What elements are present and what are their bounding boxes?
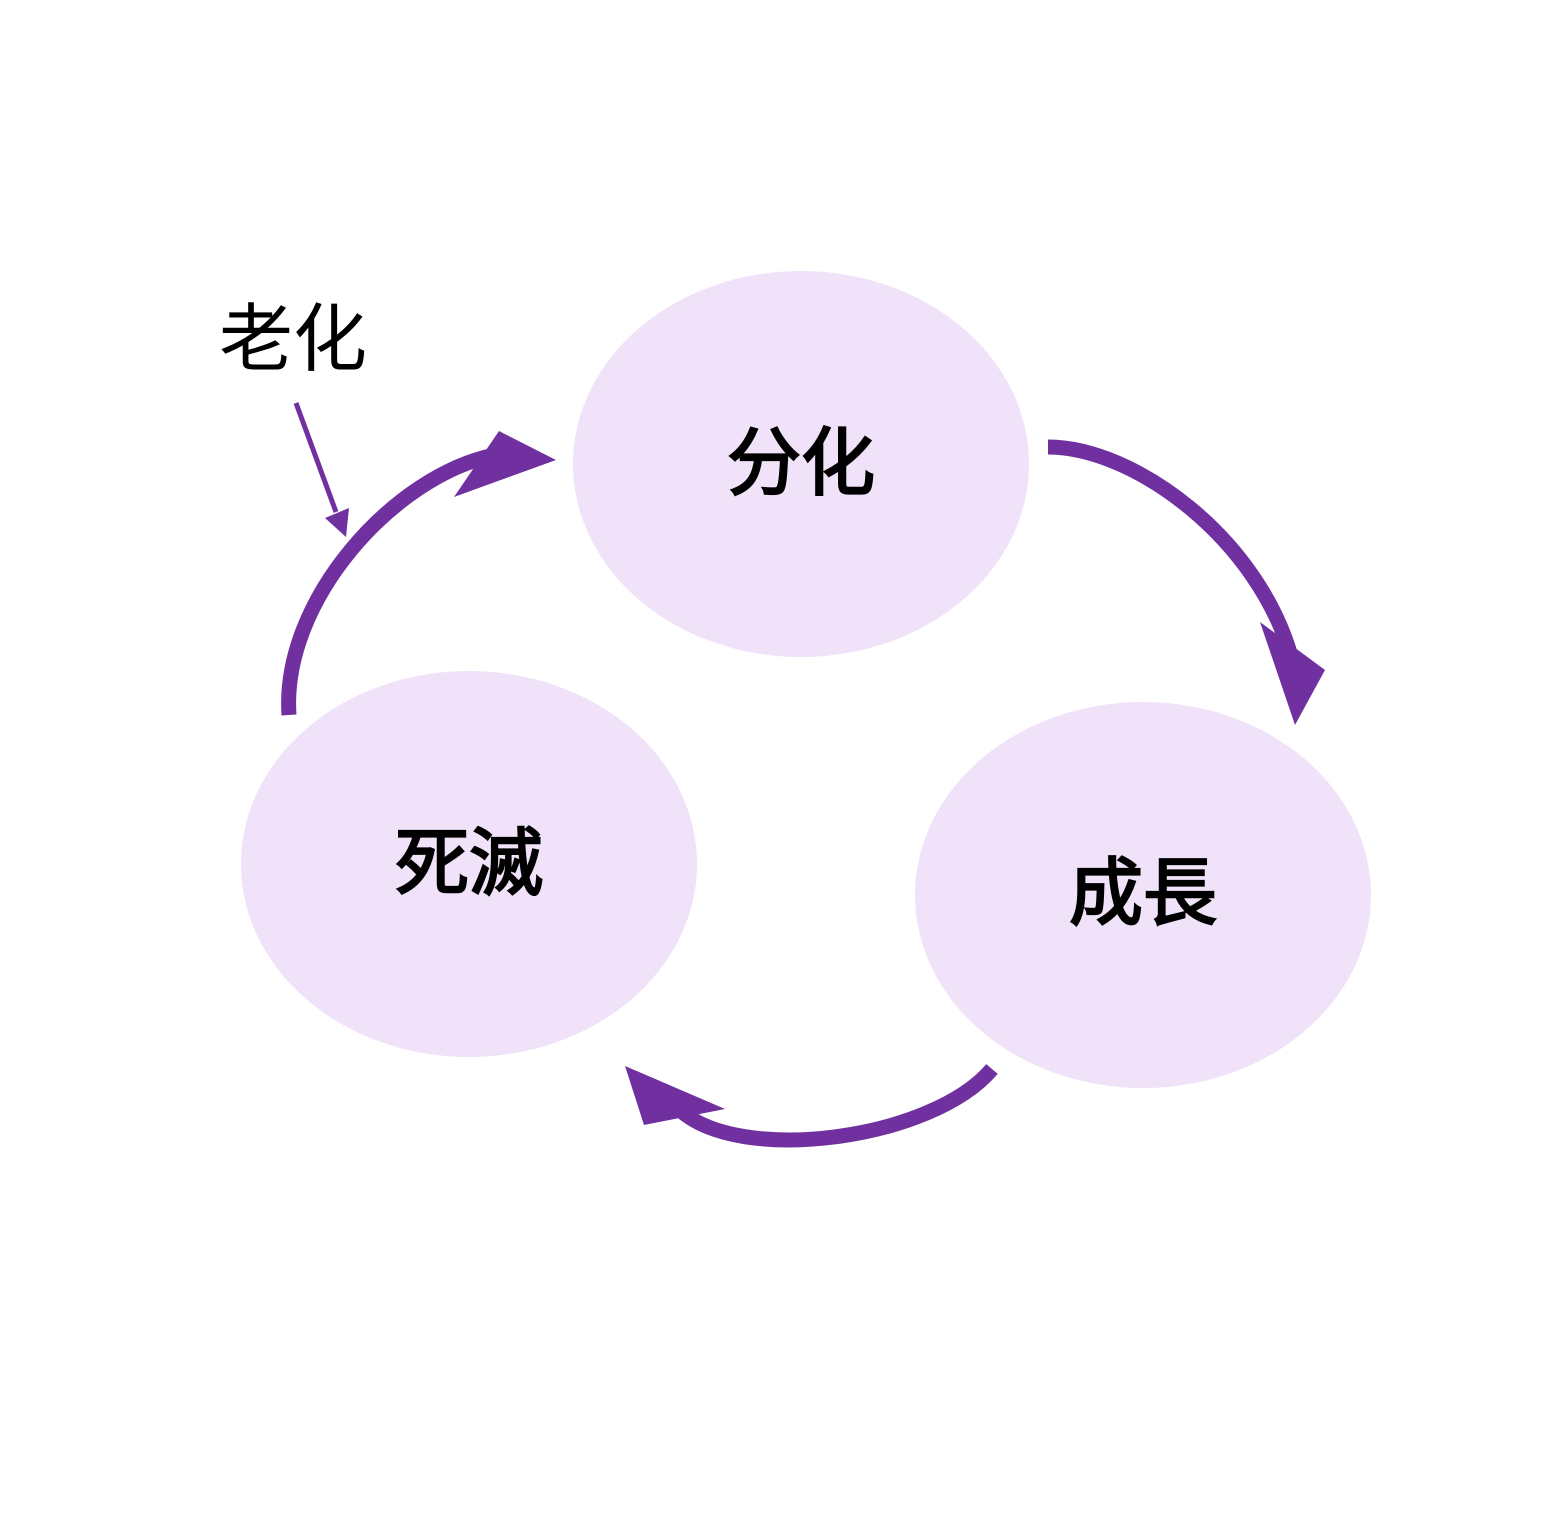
node-growth-label: 成長 <box>1069 851 1218 937</box>
annotation-aging-label: 老化 <box>219 297 367 383</box>
arrow-death-to-differentiation <box>281 431 556 716</box>
node-differentiation: 分化 <box>573 271 1029 657</box>
node-differentiation-label: 分化 <box>727 421 875 507</box>
node-death-shape <box>241 671 697 1057</box>
annotation-aging-pointer-line <box>293 402 339 513</box>
node-growth-shape <box>915 702 1371 1088</box>
arrow-death-to-differentiation-shaft <box>281 447 497 716</box>
arrow-death-to-differentiation-head <box>454 431 556 497</box>
node-differentiation-shape <box>573 271 1029 657</box>
arrow-growth-to-death-shaft <box>674 1063 998 1148</box>
node-death-label: 死滅 <box>395 821 543 907</box>
arrow-differentiation-to-growth-head <box>1260 622 1325 725</box>
annotation-aging-pointer-head <box>325 508 349 537</box>
annotation-aging: 老化 <box>219 297 367 537</box>
arrow-growth-to-death <box>625 1063 998 1148</box>
arrow-differentiation-to-growth <box>1047 439 1325 725</box>
arrow-differentiation-to-growth-shaft <box>1047 439 1300 662</box>
arrow-growth-to-death-head <box>625 1066 725 1125</box>
node-death: 死滅 <box>241 671 697 1057</box>
node-growth: 成長 <box>915 702 1371 1088</box>
